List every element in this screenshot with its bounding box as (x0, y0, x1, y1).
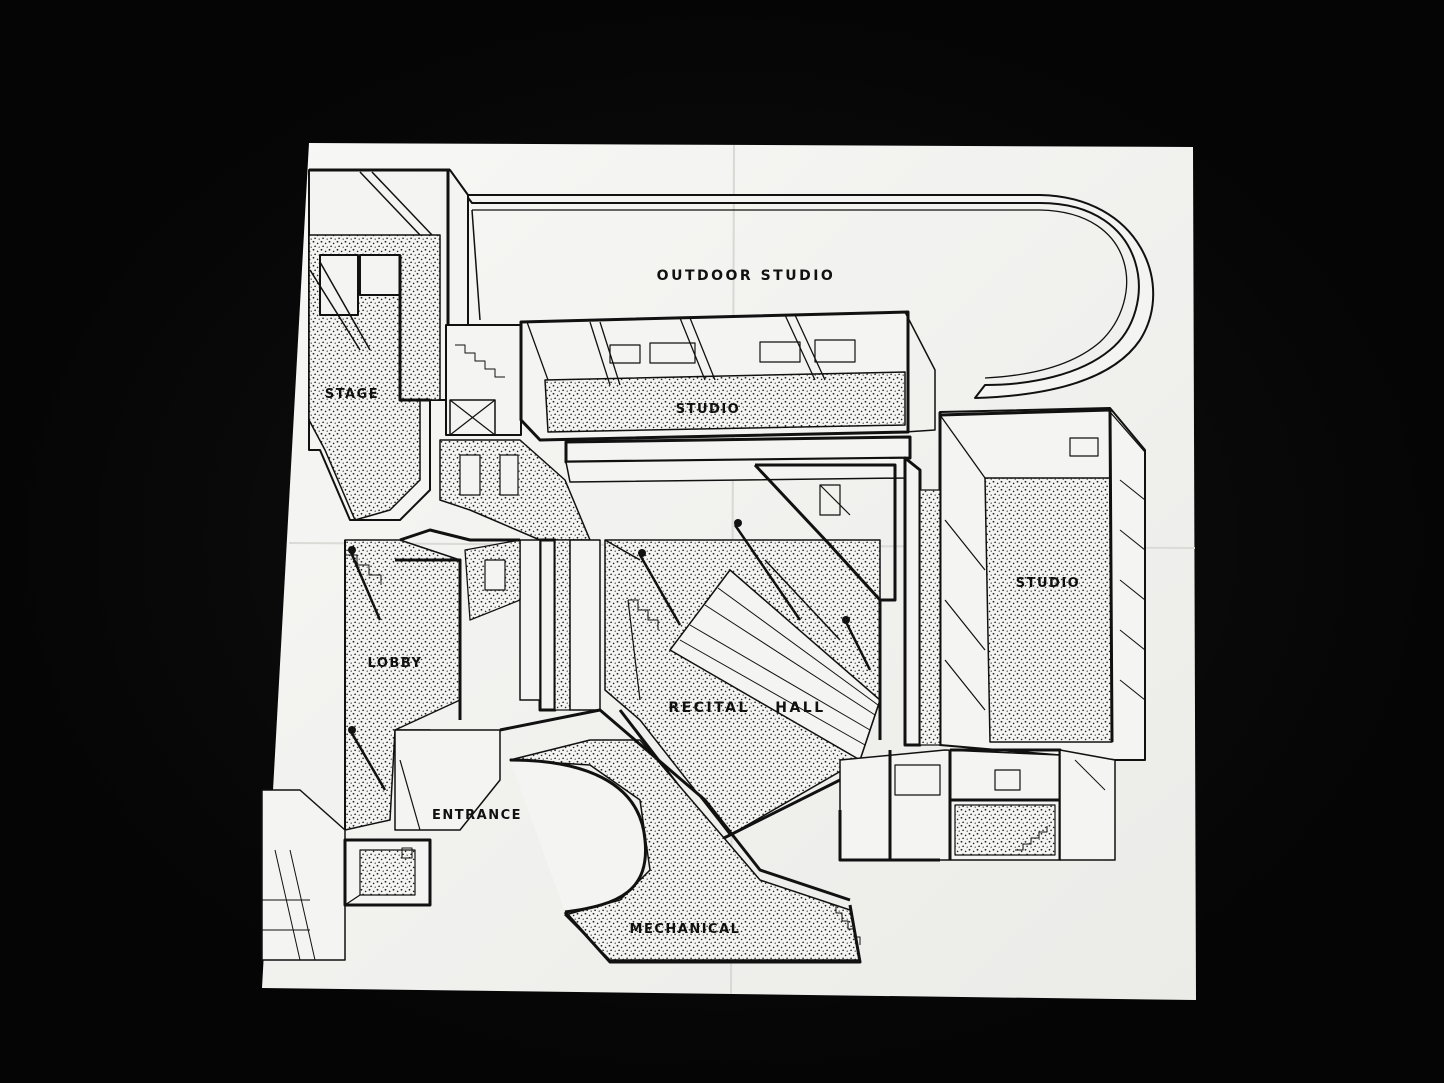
label-recital-hall: RECITAL HALL (668, 700, 825, 716)
label-studio-right: STUDIO (1016, 576, 1080, 591)
studio-right-floor (984, 477, 1113, 743)
label-stage: STAGE (325, 387, 379, 402)
label-outdoor-studio: OUTDOOR STUDIO (657, 268, 836, 284)
lobby-floor (344, 539, 461, 831)
outdoor-studio-rail (472, 209, 1128, 379)
plan-linework (261, 168, 1155, 964)
label-studio-top: STUDIO (676, 402, 740, 417)
studio-top-floor (544, 371, 906, 433)
outdoor-studio-terrace (465, 194, 1155, 399)
label-mechanical: MECHANICAL (630, 922, 741, 937)
label-entrance: ENTRANCE (432, 808, 522, 823)
label-lobby: LOBBY (368, 656, 423, 671)
